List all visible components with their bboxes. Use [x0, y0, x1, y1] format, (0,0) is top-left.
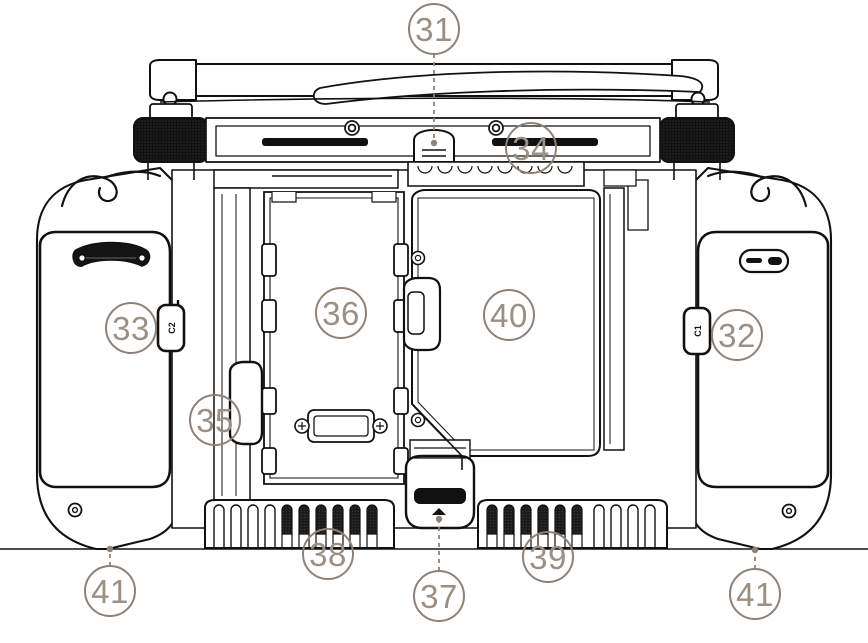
right-port-tab: C1 — [682, 306, 712, 356]
callout-35-label: 35 — [196, 402, 234, 439]
callout-41-right-label: 41 — [736, 576, 774, 613]
callout-35-circle[interactable] — [189, 394, 241, 446]
callout-32[interactable]: 32 — [711, 309, 763, 361]
callout-40[interactable]: 40 — [483, 289, 535, 341]
callout-34-circle[interactable] — [505, 122, 557, 174]
vent-grille-left — [204, 499, 395, 549]
callout-32-circle[interactable] — [711, 309, 763, 361]
callout-41-left-label: 41 — [91, 573, 129, 610]
callout-36-label: 36 — [322, 295, 360, 332]
callout-38[interactable]: 38 — [302, 528, 354, 580]
callout-41-right-circle[interactable] — [729, 568, 781, 620]
callout-33-circle[interactable] — [105, 302, 157, 354]
left-strap-hook — [60, 170, 162, 208]
cover-panel-40 — [402, 189, 601, 457]
callout-36-circle[interactable] — [315, 287, 367, 339]
right-adjustment-knob — [659, 103, 735, 180]
callout-37[interactable]: 37 — [413, 515, 465, 622]
left-vertical-rail — [213, 187, 264, 501]
callout-37-target-dot — [435, 515, 443, 523]
callout-41-right[interactable]: 41 — [729, 546, 781, 620]
callout-35[interactable]: 35 — [189, 394, 241, 446]
callout-36[interactable]: 36 — [315, 287, 367, 339]
center-bottom-latch — [404, 439, 476, 530]
callout-31-target-dot — [430, 139, 438, 147]
callout-37-circle[interactable] — [413, 570, 465, 622]
right-strap-hook — [706, 170, 808, 208]
bottom-left-screw — [67, 502, 83, 518]
upper-connector-strip — [213, 161, 585, 189]
callout-39[interactable]: 39 — [522, 531, 574, 583]
callout-layer: 31 34 33 32 36 40 35 38 39 37 41 41 — [84, 3, 781, 622]
left-side-panel — [38, 230, 172, 489]
callout-32-label: 32 — [718, 317, 756, 354]
right-side-panel — [696, 230, 830, 489]
bottom-right-screw — [781, 503, 797, 519]
callout-31-label: 31 — [415, 11, 453, 48]
right-port-label: C1 — [693, 325, 703, 337]
callout-39-label: 39 — [529, 539, 567, 576]
callout-41-left-circle[interactable] — [84, 565, 136, 617]
callout-31-circle[interactable] — [408, 3, 460, 55]
callout-33[interactable]: 33 — [105, 302, 157, 354]
vent-grille-right — [477, 499, 668, 549]
callout-41-left[interactable]: 41 — [84, 545, 136, 617]
left-adjustment-knob — [133, 103, 209, 180]
callout-41-left-target-dot — [106, 545, 114, 553]
callout-34[interactable]: 34 — [505, 122, 557, 174]
callout-41-right-target-dot — [751, 546, 759, 554]
right-vertical-rail — [603, 169, 649, 451]
callout-31[interactable]: 31 — [408, 3, 460, 147]
callout-38-label: 38 — [309, 536, 347, 573]
diagonal-brace — [411, 403, 463, 470]
callout-37-label: 37 — [420, 578, 458, 615]
callout-33-label: 33 — [112, 310, 150, 347]
callout-40-label: 40 — [490, 297, 528, 334]
callout-39-circle[interactable] — [522, 531, 574, 583]
callout-40-circle[interactable] — [483, 289, 535, 341]
carry-handle-bar — [149, 59, 719, 107]
left-port-label: C2 — [167, 322, 177, 334]
callout-34-label: 34 — [512, 130, 550, 167]
callout-38-circle[interactable] — [302, 528, 354, 580]
left-port-tab: C2 — [156, 300, 186, 353]
